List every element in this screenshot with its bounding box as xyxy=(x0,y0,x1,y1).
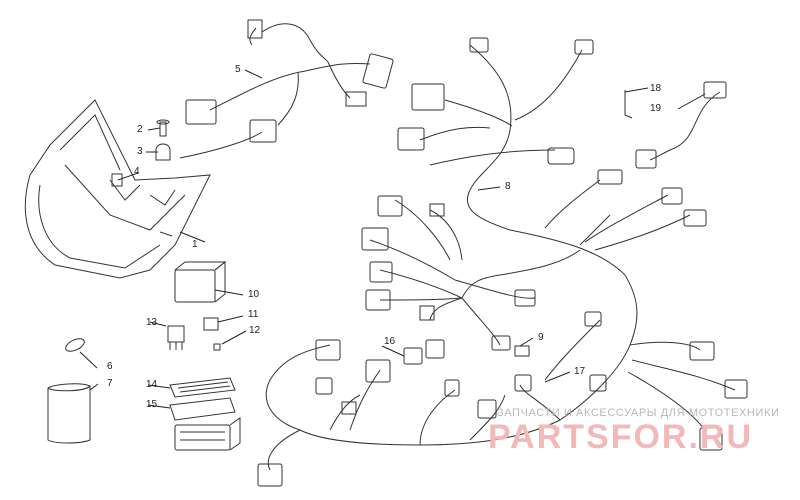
callout-12: 12 xyxy=(249,325,261,336)
callout-1: 1 xyxy=(192,239,198,250)
callout-16: 16 xyxy=(384,336,396,347)
main-harness-8 xyxy=(257,37,748,487)
callout-15: 15 xyxy=(146,399,158,410)
harness-5 xyxy=(179,19,394,159)
callout-14: 14 xyxy=(146,379,158,390)
callout-5: 5 xyxy=(235,64,241,75)
callout-2: 2 xyxy=(137,124,143,135)
callout-8: 8 xyxy=(505,181,511,192)
callout-11: 11 xyxy=(248,309,259,320)
relay-and-fuse-parts xyxy=(167,260,530,451)
leader-lines xyxy=(79,69,706,409)
watermark-tagline: ЗАПЧАСТИ И АКСЕССУАРЫ ДЛЯ МОТОТЕХНИКИ xyxy=(497,407,780,419)
callout-4: 4 xyxy=(134,166,140,177)
sensor-19 xyxy=(624,81,727,169)
fuse-grid xyxy=(169,377,236,398)
callout-13: 13 xyxy=(146,317,158,328)
headlight-housing xyxy=(24,99,211,279)
callout-7: 7 xyxy=(107,378,113,389)
callout-9: 9 xyxy=(538,332,544,343)
screw-and-clamps xyxy=(111,119,171,187)
callout-10: 10 xyxy=(248,289,260,300)
watermark-brand: PARTSFOR.RU xyxy=(488,418,754,456)
callout-18: 18 xyxy=(650,83,662,94)
ring-and-sleeve xyxy=(47,338,91,444)
callout-17: 17 xyxy=(574,366,586,377)
callout-19: 19 xyxy=(650,103,662,114)
callout-3: 3 xyxy=(137,146,143,157)
callout-6: 6 xyxy=(107,361,113,372)
